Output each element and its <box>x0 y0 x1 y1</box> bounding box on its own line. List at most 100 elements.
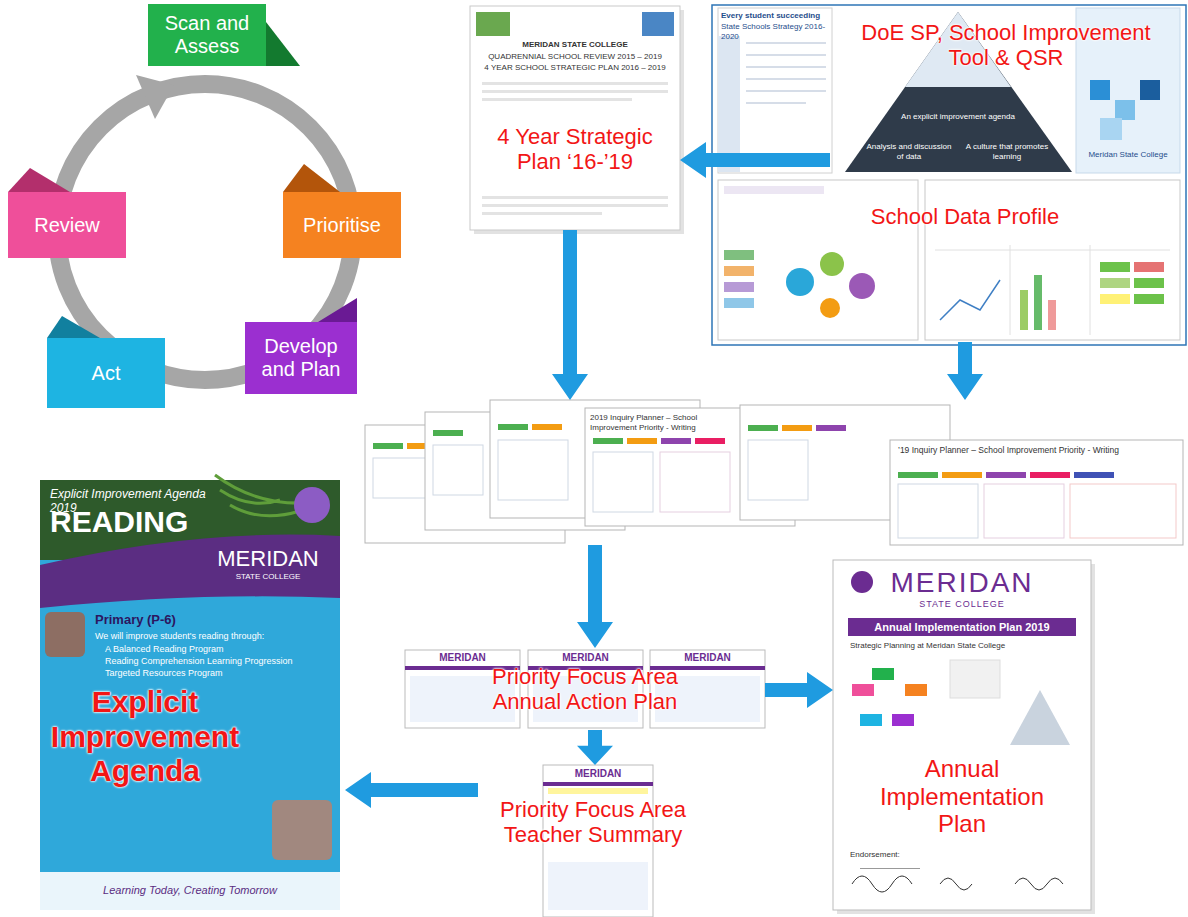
document-page <box>470 6 680 230</box>
poster-band <box>40 535 340 608</box>
data-tile <box>1134 278 1164 288</box>
cycle-step-box: Act <box>47 338 165 408</box>
side-button <box>724 282 754 292</box>
node-label: Priority Focus Area Annual Action Plan <box>470 664 700 715</box>
pill <box>661 438 691 444</box>
document-text: STATE COLLEGE <box>845 599 1079 610</box>
document-text: STATE COLLEGE <box>198 572 338 582</box>
box-flap <box>283 164 340 192</box>
document-node: Priority Focus Area Teacher Summary <box>478 765 708 917</box>
cell <box>373 458 433 498</box>
cycle-step-box: Develop and Plan <box>245 322 357 394</box>
mini-step <box>872 668 894 680</box>
panel-border <box>712 5 1186 345</box>
bar <box>1048 300 1056 330</box>
document-text: Annual Implementation Plan 2019 <box>850 621 1074 634</box>
text-line <box>746 78 826 80</box>
document-node: 4 Year Strategic Plan ‘16-’19 <box>470 6 680 230</box>
text-line <box>482 196 668 199</box>
photo <box>45 612 85 657</box>
flow-arrow <box>947 342 983 400</box>
document-text: Endorsement: <box>850 850 970 860</box>
highlight-row <box>548 788 648 794</box>
document-text: 2019 Inquiry Planner – School Improvemen… <box>590 413 730 432</box>
cell <box>433 445 483 495</box>
cell <box>593 452 653 512</box>
document-text: An explicit improvement agenda <box>900 112 1016 122</box>
cell <box>984 484 1064 538</box>
flow-arrow <box>552 230 588 400</box>
text-line <box>746 54 826 56</box>
mini-pyramid <box>1010 690 1070 745</box>
node-label: Priority Focus Area Teacher Summary <box>478 797 708 848</box>
pill <box>433 430 463 436</box>
node-label: 4 Year Strategic Plan ‘16-’19 <box>480 124 670 175</box>
signature-line <box>860 868 920 869</box>
pill <box>748 425 778 431</box>
cell <box>498 440 568 500</box>
document-text: A culture that promotes learning <box>964 142 1050 161</box>
document-text: MERIDAN <box>845 566 1079 600</box>
text-line <box>746 90 826 92</box>
data-tile <box>1100 294 1130 304</box>
flow-arrow <box>345 772 478 808</box>
document-text: MERIDAN <box>546 768 650 780</box>
box-flap <box>47 316 100 338</box>
document-text: MERIDAN <box>531 652 640 664</box>
tile <box>1100 118 1122 140</box>
box-flap <box>266 22 300 66</box>
tile <box>1140 80 1160 100</box>
node-label: ’19 Inquiry Planner – School Improvement… <box>898 446 1176 456</box>
pill <box>1030 472 1070 478</box>
document-text: Reading Comprehension Learning Progressi… <box>105 656 327 667</box>
side-button <box>724 250 754 260</box>
cell <box>748 440 808 500</box>
document-text: Meridan State College <box>1080 150 1176 160</box>
signature <box>1015 878 1063 890</box>
mini-step <box>905 684 927 696</box>
chart-line <box>940 280 1000 320</box>
flow-arrow <box>680 142 830 178</box>
document-node: ’19 Inquiry Planner – School Improvement… <box>365 400 1185 545</box>
pill <box>782 425 812 431</box>
data-tile <box>1134 294 1164 304</box>
node-label: Scan and Assess <box>154 12 260 58</box>
flow-arrow <box>765 672 833 708</box>
tile <box>1115 100 1135 120</box>
document-page <box>718 8 832 173</box>
header-bar <box>724 186 824 194</box>
flow-arrow <box>577 545 613 648</box>
document-text: Primary (P-6) <box>95 612 265 628</box>
mini-step <box>852 684 874 696</box>
node-label: DoE SP, School Improvement Tool & QSR <box>856 20 1156 71</box>
photo <box>272 800 332 860</box>
document-text: 4 YEAR SCHOOL STRATEGIC PLAN 2016 – 2019 <box>478 63 672 73</box>
cycle-step-box: Review <box>8 192 126 258</box>
document-text: Targeted Resources Program <box>105 668 327 679</box>
pill <box>532 424 562 430</box>
header-bar <box>543 782 653 786</box>
pill <box>942 472 982 478</box>
text-line <box>746 66 826 68</box>
node-label: Act <box>53 362 159 385</box>
poster-footer <box>40 872 340 910</box>
document-text: We will improve student's reading throug… <box>95 631 327 642</box>
sidebar <box>718 36 740 172</box>
bubble <box>786 268 814 296</box>
signature <box>940 878 972 890</box>
document-text: QUADRENNIAL SCHOOL REVIEW 2015 – 2019 <box>478 52 672 62</box>
document-text: MERIDAN STATE COLLEGE <box>478 40 672 50</box>
logo <box>851 571 873 593</box>
bubble <box>820 298 840 318</box>
pill <box>1074 472 1114 478</box>
document-text: MERIDAN <box>198 546 338 572</box>
text-line <box>482 90 668 93</box>
node-label: Develop and Plan <box>251 335 351 381</box>
document-text: Analysis and discussion of data <box>866 142 952 161</box>
bar <box>1034 275 1042 330</box>
mini-step <box>892 714 914 726</box>
node-label: Prioritise <box>289 214 395 237</box>
document-page <box>890 440 1183 545</box>
text-line <box>482 204 668 207</box>
